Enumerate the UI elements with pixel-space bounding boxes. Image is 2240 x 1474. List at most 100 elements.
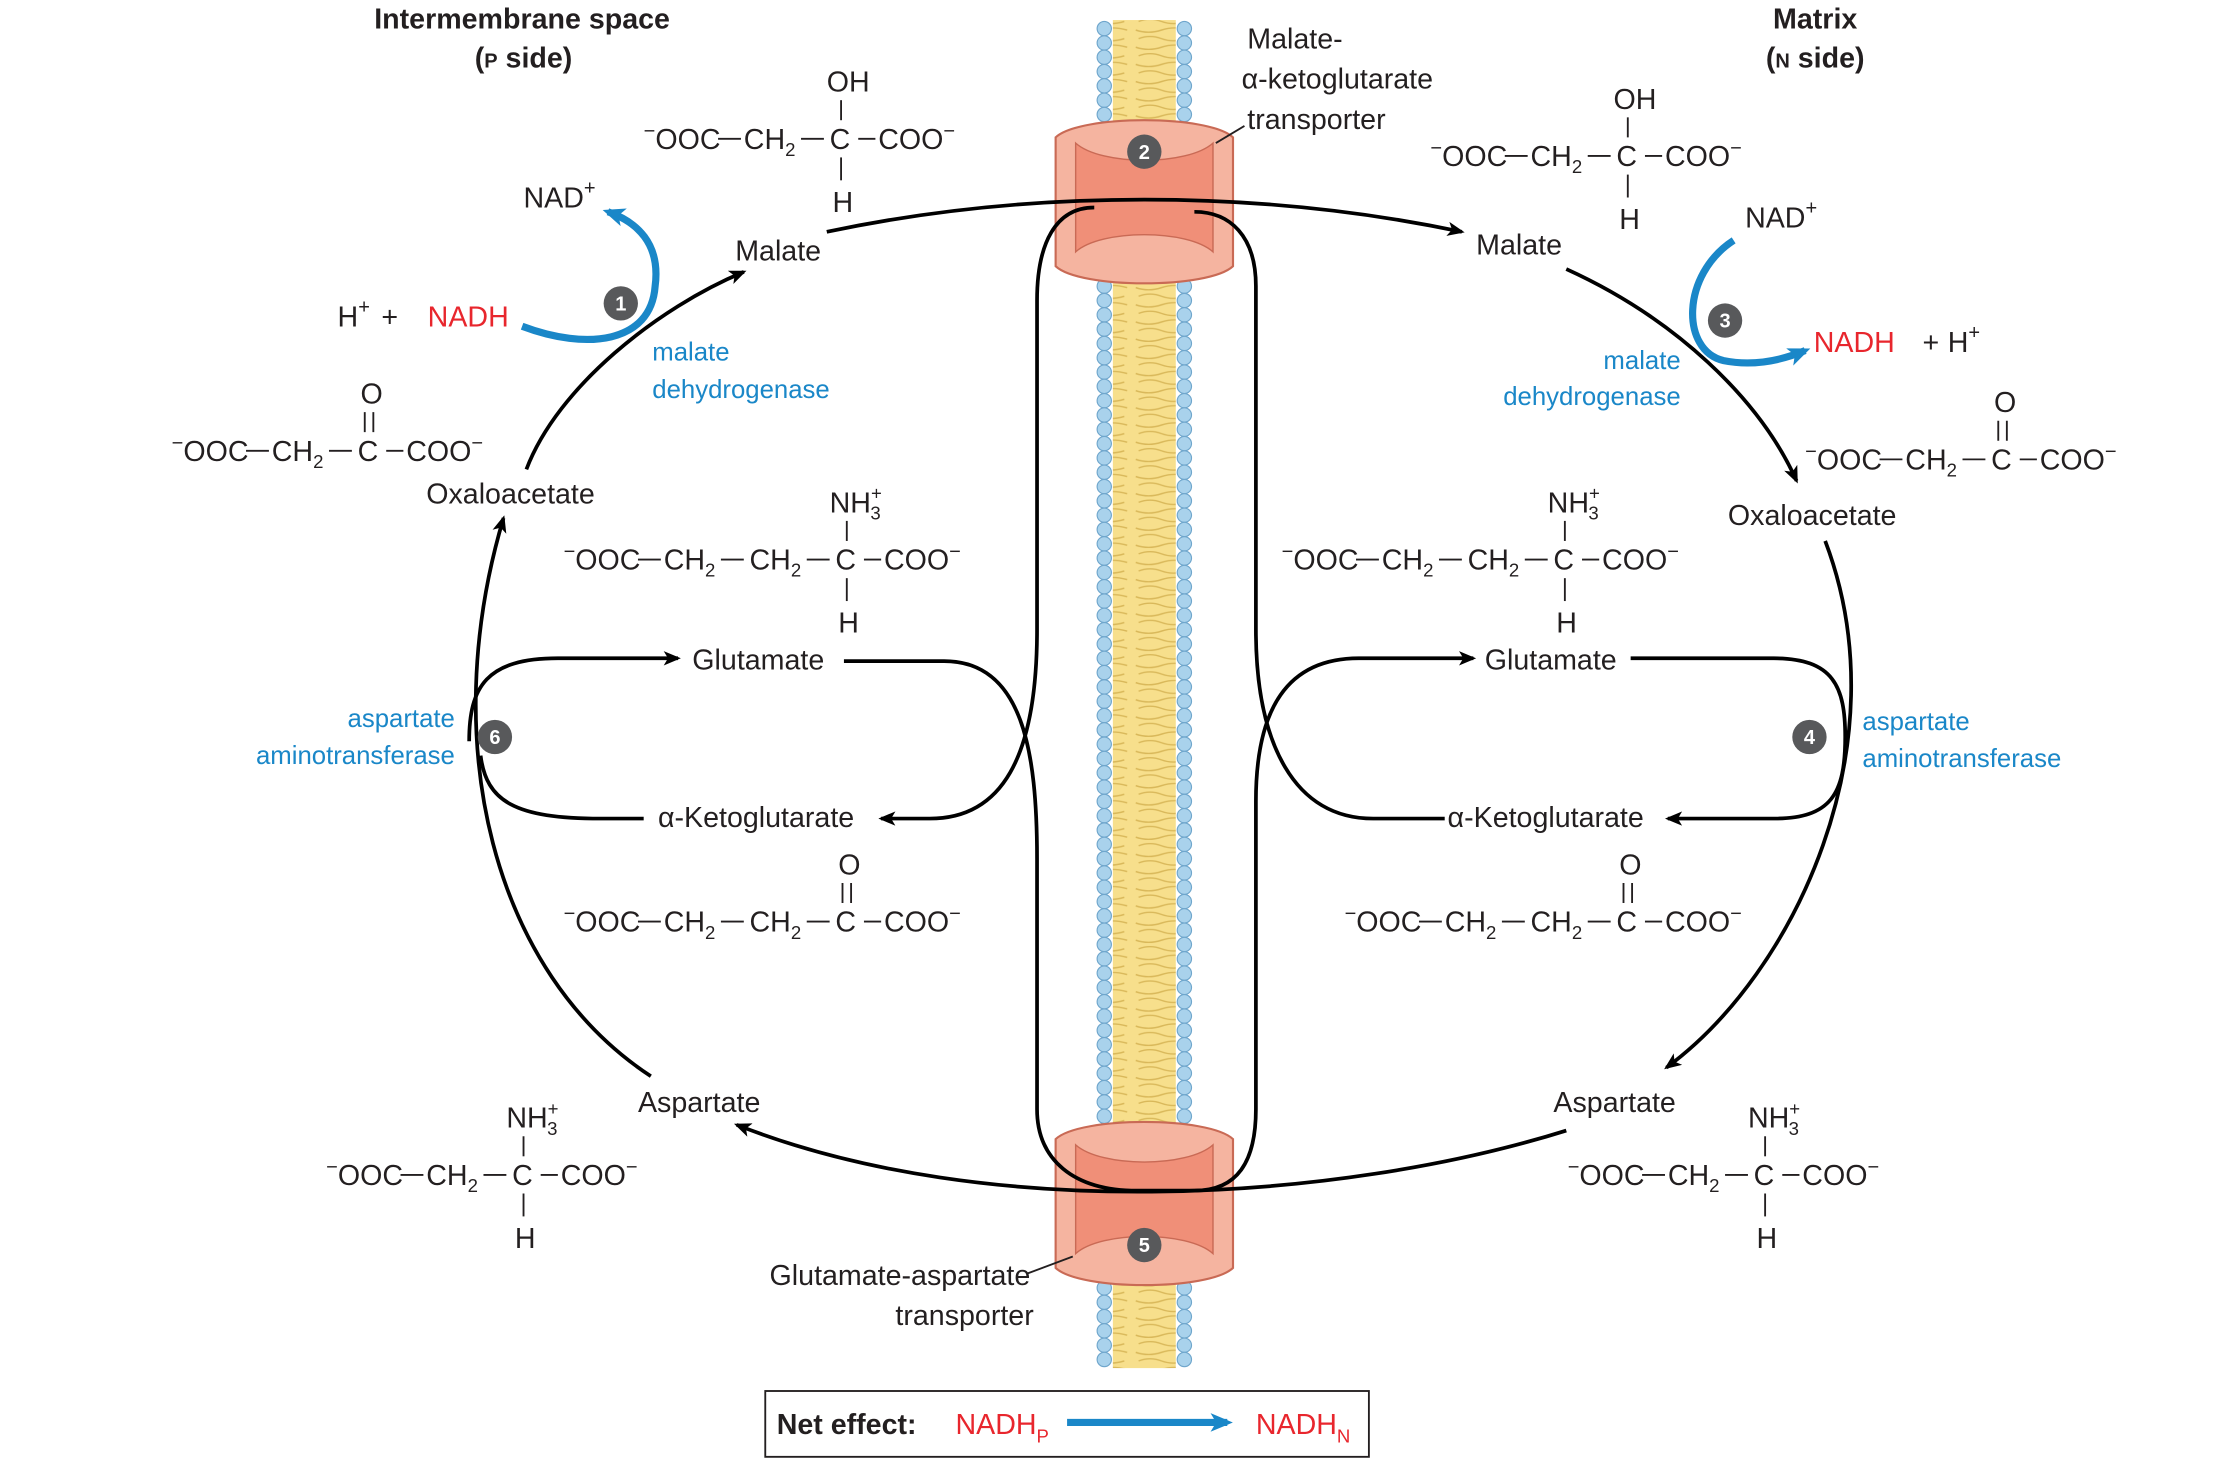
svg-text:C: C [512, 1160, 533, 1192]
svg-text:−OOC: −OOC [644, 120, 721, 155]
lipid-head [1176, 78, 1193, 94]
arrow-left-loop-to-ketoglutarate [478, 755, 644, 821]
lipid-head [1096, 1323, 1112, 1339]
svg-text:NH+3: NH+3 [506, 1098, 558, 1139]
lipid-head [1096, 1094, 1112, 1110]
lipid-head [1176, 450, 1193, 466]
glutamate-structure-right: −OOC CH2 CH2 C COO− NH+3 H [1282, 482, 1679, 639]
ast-right-label-1: aspartate [1862, 708, 1969, 736]
ketoglutarate-right-label: α-Ketoglutarate [1448, 802, 1644, 834]
lipid-head [1096, 650, 1112, 667]
lipid-head [1096, 693, 1112, 709]
lipid-head [1176, 1094, 1193, 1110]
arrow-glutamate-to-transporter [843, 659, 1195, 1193]
svg-text:NH+3: NH+3 [1748, 1098, 1800, 1139]
lipid-head [1176, 20, 1193, 37]
lipid-head [1096, 1022, 1112, 1039]
lipid-head [1096, 550, 1112, 566]
aspartate-right-label: Aspartate [1553, 1087, 1675, 1119]
lipid-head [1096, 1337, 1112, 1353]
svg-text:C: C [830, 124, 851, 156]
net-effect-from: NADHP [956, 1409, 1049, 1447]
svg-text:COO−: COO− [1665, 903, 1742, 938]
nad-left-label: NAD+ [524, 178, 596, 215]
intermembrane-space-title: Intermembrane space [374, 4, 670, 36]
lipid-head [1176, 350, 1193, 366]
svg-text:CH2: CH2 [1531, 907, 1583, 943]
ketoglutarate-structure-right: −OOC CH2 CH2 C COO− O [1345, 849, 1742, 942]
lipid-head [1176, 464, 1193, 480]
mdh-right-label-1: malate [1603, 347, 1680, 375]
lipid-head [1096, 1065, 1112, 1082]
svg-text:C: C [1616, 907, 1637, 939]
lipid-head [1096, 979, 1112, 996]
oxaloacetate-left-label: Oxaloacetate [426, 479, 595, 511]
lipid-head [1096, 435, 1112, 452]
transporter-bottom-label-2: transporter [895, 1300, 1034, 1332]
lipid-head [1176, 865, 1193, 881]
nad-reduction-arrow [1689, 237, 1811, 367]
lipid-head [1176, 1036, 1193, 1053]
lipid-head [1176, 579, 1193, 595]
lipid-head [1096, 1079, 1112, 1096]
oxaloacetate-structure-left: −OOC CH2 C COO− O [172, 379, 483, 472]
lipid-head [1096, 507, 1112, 523]
lipid-head [1176, 765, 1193, 781]
svg-text:CH2: CH2 [1382, 545, 1434, 581]
svg-text:COO−: COO− [1665, 138, 1742, 173]
lipid-head [1096, 350, 1112, 366]
glutamate-structure-left: −OOC CH2 CH2 C COO− NH+3 H [564, 482, 961, 639]
lipid-head [1096, 392, 1112, 409]
lipid-head [1176, 1008, 1193, 1024]
lipid-head [1096, 364, 1112, 380]
lipid-head [1096, 49, 1112, 65]
lipid-head [1176, 1065, 1193, 1082]
svg-text:−OOC: −OOC [1568, 1156, 1645, 1191]
lipid-head [1176, 936, 1193, 953]
malate-ketoglutarate-transporter [1054, 119, 1235, 285]
lipid-head [1096, 292, 1112, 309]
lipid-head [1096, 1036, 1112, 1053]
lipid-head [1176, 1323, 1193, 1339]
svg-text:H: H [1556, 608, 1577, 640]
svg-text:4: 4 [1804, 727, 1816, 749]
lipid-head [1176, 564, 1193, 581]
lipid-head [1096, 78, 1112, 94]
lipid-head [1176, 507, 1193, 523]
lipid-head [1096, 1308, 1112, 1325]
arrow-right-glutamate-from-transporter [1194, 651, 1477, 1193]
lipid-head [1176, 807, 1193, 824]
lipid-head [1176, 493, 1193, 509]
svg-text:O: O [838, 849, 860, 881]
arrow-right-glutamate-to-loop [1630, 656, 1848, 738]
lipid-head [1096, 593, 1112, 609]
ast-right-label-2: aminotransferase [1862, 745, 2061, 773]
malate-left-label: Malate [735, 235, 821, 267]
lipid-head [1096, 92, 1112, 108]
lipid-head [1176, 636, 1193, 652]
lipid-head [1176, 392, 1193, 409]
lipid-head [1176, 407, 1193, 423]
aspartate-structure-left: −OOC CH2 C COO− NH+3 H [326, 1098, 637, 1255]
lipid-head [1096, 321, 1112, 337]
svg-text:NH+3: NH+3 [1548, 482, 1600, 523]
lipid-head [1096, 865, 1112, 881]
lipid-head [1176, 779, 1193, 795]
lipid-head [1176, 750, 1193, 767]
lipid-head [1096, 421, 1112, 438]
svg-text:5: 5 [1139, 1235, 1150, 1257]
net-effect-box: Net effect: NADHP NADHN [764, 1390, 1370, 1458]
lipid-head [1096, 378, 1112, 395]
lipid-head [1096, 936, 1112, 953]
lipid-head [1096, 922, 1112, 938]
glutamate-right-label: Glutamate [1485, 645, 1617, 677]
lipid-head [1096, 779, 1112, 795]
svg-text:COO−: COO− [2040, 441, 2117, 476]
svg-text:COO−: COO− [878, 120, 955, 155]
nadh-oxidation-arrow [520, 208, 660, 344]
svg-text:−OOC: −OOC [1345, 903, 1422, 938]
lipid-head [1096, 493, 1112, 509]
malate-structure-right: −OOC CH2 C COO− OH H [1430, 84, 1741, 236]
svg-text:COO−: COO− [561, 1156, 638, 1191]
